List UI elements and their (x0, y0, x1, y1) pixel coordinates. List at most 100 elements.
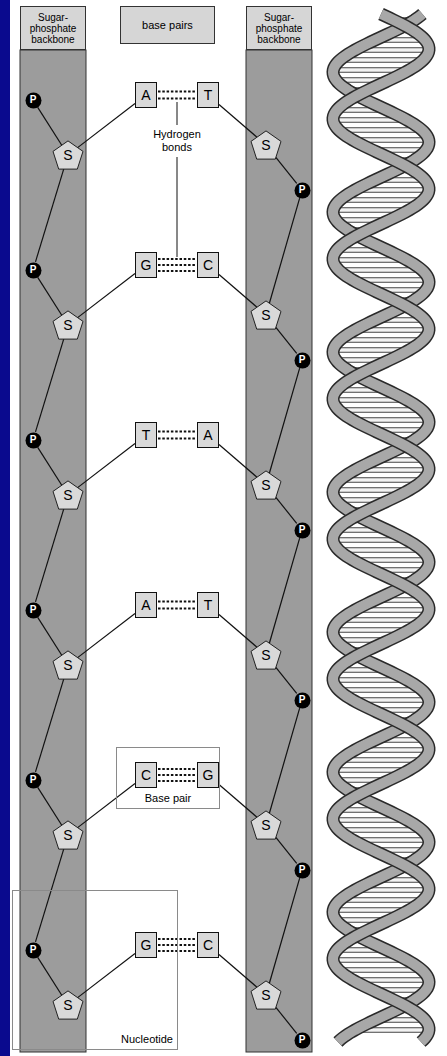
node-text: A (141, 88, 150, 102)
base-box: G (135, 252, 157, 278)
sugar-pentagon: S (250, 980, 282, 1010)
backbone-line (35, 849, 63, 942)
leader-line (177, 102, 178, 125)
backbone-line (219, 274, 257, 307)
phosphate-circle: P (25, 262, 42, 279)
sugar-pentagon-shape (251, 471, 281, 499)
backbone-line (35, 509, 63, 602)
node-text: C (203, 258, 213, 272)
backbone-line (38, 617, 62, 655)
phosphate-circle-shape (294, 522, 310, 538)
phosphate-circle-shape (294, 862, 310, 878)
sugar-pentagon-shape (251, 981, 281, 1009)
backbone-line (35, 339, 63, 432)
sugar-pentagon-shape (53, 141, 83, 169)
node-text: S (63, 148, 72, 162)
node-text: P (299, 695, 306, 705)
backbone-line (78, 613, 135, 657)
backbone-line (78, 783, 135, 827)
sugar-pentagon: S (52, 650, 84, 680)
node-text: C (141, 768, 151, 782)
backbone-band (246, 50, 312, 1052)
phosphate-circle: P (25, 602, 42, 619)
phosphate-circle-shape (25, 942, 41, 958)
sugar-pentagon-shape (53, 991, 83, 1019)
backbone-line (276, 497, 297, 523)
node-text: P (299, 185, 306, 195)
node-text: S (261, 988, 270, 1002)
phosphate-circle: P (25, 942, 42, 959)
sugar-pentagon-shape (251, 301, 281, 329)
sugar-pentagon: S (250, 810, 282, 840)
backbone-line (38, 107, 62, 145)
sugar-pentagon: S (52, 310, 84, 340)
phosphate-circle-shape (294, 182, 310, 198)
node-text: C (203, 938, 213, 952)
backbone-line (78, 103, 135, 147)
node-text: A (203, 428, 212, 442)
node-text: S (63, 998, 72, 1012)
node-text: S (63, 488, 72, 502)
backbone-line (38, 957, 62, 995)
helix-strand (333, 14, 429, 1042)
node-text: T (142, 428, 151, 442)
node-text: P (299, 865, 306, 875)
sugar-pentagon-shape (251, 811, 281, 839)
backbone-line (78, 953, 135, 997)
backbone-line (269, 538, 299, 643)
sugar-pentagon-shape (251, 131, 281, 159)
phosphate-circle-shape (25, 432, 41, 448)
phosphate-circle: P (294, 862, 311, 879)
node-text: G (141, 938, 152, 952)
node-text: G (203, 768, 214, 782)
backbone-line (276, 837, 297, 863)
header-box: Sugar-phosphate backbone (246, 6, 312, 50)
base-box: C (135, 762, 157, 788)
backbone-line (269, 708, 299, 813)
node-text: Base pair (145, 792, 191, 805)
nucleotide-box: P S G Nucleotide (12, 890, 178, 1050)
node-text: S (261, 818, 270, 832)
phosphate-circle: P (25, 772, 42, 789)
phosphate-circle-shape (294, 692, 310, 708)
base-box: T (135, 422, 157, 448)
hydrogen-bond (158, 92, 196, 99)
node-text: S (63, 658, 72, 672)
base-box: G (197, 762, 219, 788)
backbone-line (38, 277, 62, 315)
node-text: P (299, 1035, 306, 1045)
sugar-pentagon: S (250, 640, 282, 670)
hydrogen-bond (158, 939, 196, 951)
sugar-pentagon: S (52, 140, 84, 170)
base-box: A (135, 82, 157, 108)
blue-border (0, 0, 10, 1056)
backbone-line (219, 954, 257, 987)
sugar-pentagon: S (52, 820, 84, 850)
phosphate-circle-shape (25, 262, 41, 278)
backbone-line (78, 443, 135, 487)
base-box: C (197, 252, 219, 278)
node-text: S (261, 648, 270, 662)
backbone-line (269, 878, 299, 983)
node-text: Nucleotide (121, 1033, 173, 1046)
phosphate-circle: P (294, 352, 311, 369)
sugar-pentagon: S (250, 470, 282, 500)
callout-label: Hydrogen bonds (146, 128, 208, 154)
sugar-pentagon: S (52, 480, 84, 510)
node-text: P (299, 525, 306, 535)
header-box: base pairs (120, 6, 215, 44)
node-text: P (30, 775, 37, 785)
backbone-line (269, 198, 299, 303)
backbone-line (35, 679, 63, 772)
phosphate-circle-shape (25, 772, 41, 788)
phosphate-circle: P (294, 1032, 311, 1049)
backbone-line (78, 273, 135, 317)
phosphate-circle-shape (25, 92, 41, 108)
hydrogen-bond (158, 432, 196, 439)
sugar-pentagon: S (250, 130, 282, 160)
phosphate-circle: P (294, 182, 311, 199)
phosphate-circle-shape (294, 1032, 310, 1048)
base-box: A (135, 592, 157, 618)
base-box: T (197, 592, 219, 618)
